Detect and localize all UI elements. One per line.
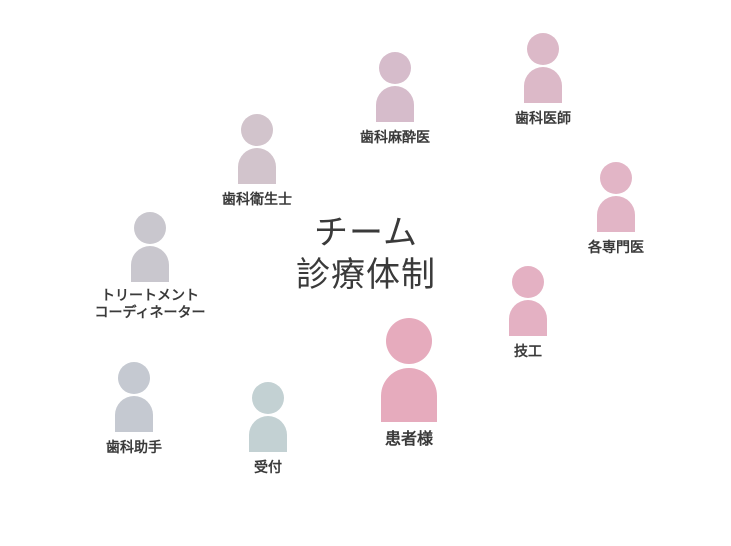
role-label: 歯科助手 bbox=[106, 440, 162, 456]
role-anesthesiologist: 歯科麻酔医 bbox=[346, 52, 444, 147]
role-dentist: 歯科医師 bbox=[494, 33, 592, 128]
role-label-line-1: トリートメント bbox=[101, 288, 199, 304]
person-icon bbox=[509, 266, 547, 336]
role-label: トリートメント コーディネーター bbox=[80, 288, 220, 322]
role-label-line-2: コーディネーター bbox=[94, 305, 206, 321]
person-icon bbox=[376, 52, 414, 122]
role-reception: 受付 bbox=[219, 382, 317, 477]
role-assistant: 歯科助手 bbox=[85, 362, 183, 457]
role-technician: 技工 bbox=[479, 266, 577, 361]
person-icon bbox=[524, 33, 562, 103]
role-specialist: 各専門医 bbox=[567, 162, 665, 257]
diagram-title: チーム 診療体制 bbox=[260, 212, 472, 296]
title-line-2: 診療体制 bbox=[296, 255, 436, 295]
role-label: 歯科衛生士 bbox=[222, 192, 292, 208]
title-line-1: チーム bbox=[314, 213, 418, 253]
role-label: 患者様 bbox=[384, 429, 433, 448]
role-patient: 患者様 bbox=[359, 318, 459, 447]
role-hygienist: 歯科衛生士 bbox=[208, 114, 306, 209]
person-icon bbox=[249, 382, 287, 452]
role-label: 歯科医師 bbox=[515, 111, 571, 127]
role-coordinator: トリートメント コーディネーター bbox=[80, 212, 220, 322]
person-icon bbox=[381, 318, 437, 422]
role-label: 技工 bbox=[514, 344, 542, 360]
person-icon bbox=[115, 362, 153, 432]
person-icon bbox=[597, 162, 635, 232]
role-label: 歯科麻酔医 bbox=[360, 130, 430, 146]
person-icon bbox=[238, 114, 276, 184]
role-label: 各専門医 bbox=[588, 240, 644, 256]
person-icon bbox=[131, 212, 169, 282]
role-label: 受付 bbox=[254, 460, 282, 476]
